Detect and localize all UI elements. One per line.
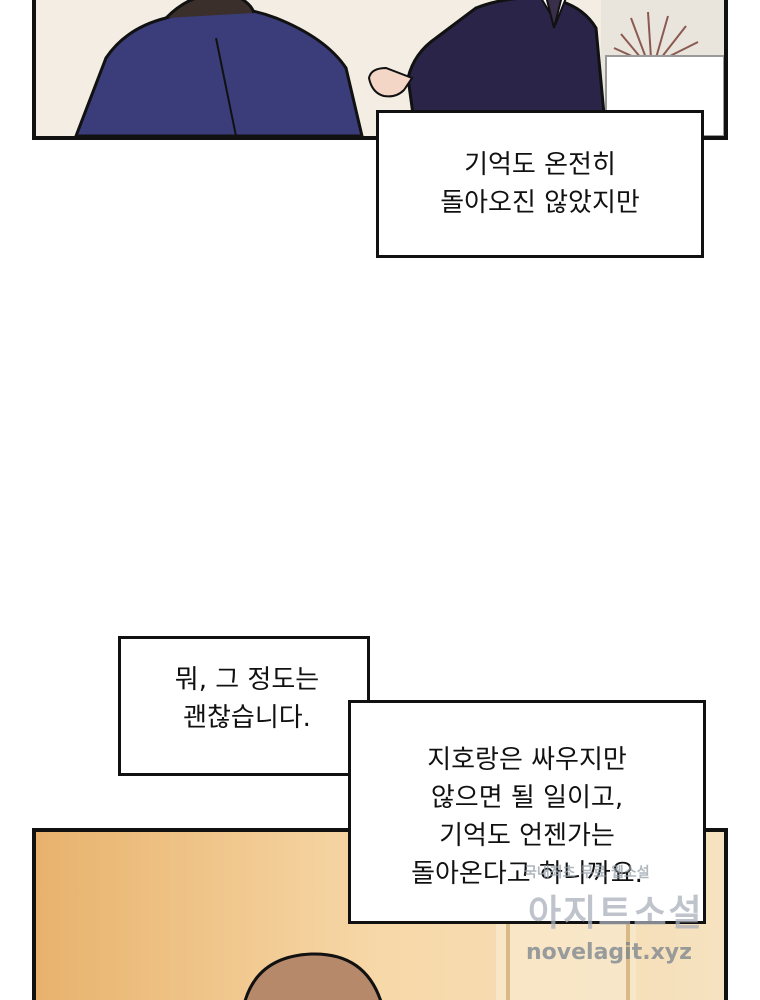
speech-box-thats-fine: 뭐, 그 정도는 괜찮습니다. [118, 636, 370, 776]
character-hair [243, 952, 382, 1000]
speech-box-memory-returns: 지호랑은 싸우지만 않으면 될 일이고, 기억도 언젠가는 돌아온다고 하니까요… [348, 700, 706, 924]
top-comic-panel [32, 0, 728, 140]
speech-text-memory-returns: 지호랑은 싸우지만 않으면 될 일이고, 기억도 언젠가는 돌아온다고 하니까요… [411, 745, 643, 889]
narration-box-memory: 기억도 온전히 돌아오진 않았지만 [376, 110, 704, 258]
suited-figures-illustration [36, 0, 724, 136]
potted-plant [613, 11, 699, 59]
narration-text-memory: 기억도 온전히 돌아오진 않았지만 [440, 150, 640, 218]
speech-text-thats-fine: 뭐, 그 정도는 괜찮습니다. [174, 665, 320, 733]
